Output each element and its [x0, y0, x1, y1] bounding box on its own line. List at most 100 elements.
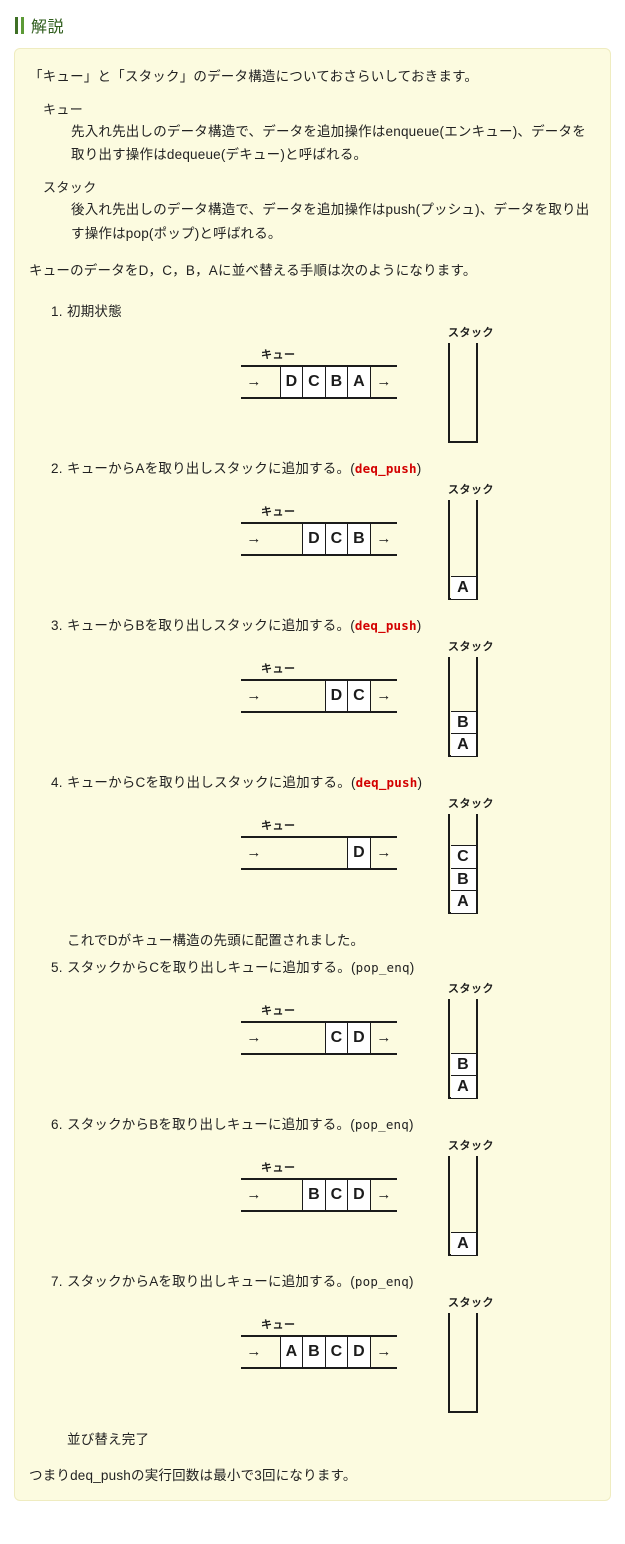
explanation-box: 「キュー」と「スタック」のデータ構造についておさらいしておきます。 キュー 先入…	[14, 48, 611, 1501]
step-op-close-paren: )	[416, 617, 422, 633]
step-label: 6.スタックからBを取り出しキューに追加する。(pop_enq)	[51, 1106, 596, 1135]
queue-label: キュー	[261, 1318, 296, 1331]
step-text: キューからBを取り出しスタックに追加する。	[67, 617, 351, 633]
queue-cell: B	[302, 1179, 326, 1210]
stack-diagram: スタック	[446, 324, 516, 443]
queue-cell: D	[347, 1336, 371, 1367]
step-operation-name: pop_enq	[354, 1116, 410, 1132]
step-op-open-paren: (	[350, 1116, 355, 1132]
queue-label: キュー	[261, 819, 296, 832]
step-text: 初期状態	[67, 303, 122, 319]
queue-in-arrow-icon: →	[246, 1186, 262, 1204]
stack-cell: A	[450, 890, 476, 915]
step-op-close-paren: )	[409, 1116, 414, 1132]
queue-cell: D	[302, 523, 326, 554]
step-number: 1.	[51, 303, 63, 319]
queue-in-arrow-icon: →	[246, 373, 262, 391]
step-number: 6.	[51, 1116, 63, 1132]
stack-label: スタック	[448, 1296, 494, 1309]
queue-out-arrow-icon: →	[376, 1186, 392, 1204]
step-note: 並び替え完了	[67, 1431, 150, 1447]
step-label: 3.キューからBを取り出しスタックに追加する。(deq_push)	[51, 607, 596, 636]
queue-out-arrow-icon: →	[376, 687, 392, 705]
queue-in-arrow-icon: →	[246, 844, 262, 862]
stack-cell: B	[450, 710, 476, 735]
stack-label: スタック	[448, 797, 494, 810]
queue-label: キュー	[261, 505, 296, 518]
step-number: 4.	[51, 774, 63, 790]
queue-cell: C	[347, 680, 371, 711]
step-number: 3.	[51, 617, 63, 633]
step-number: 7.	[51, 1273, 63, 1289]
queue-out-arrow-icon: →	[376, 530, 392, 548]
stack-cell: A	[450, 1232, 476, 1257]
step-text: キューからCを取り出しスタックに追加する。	[67, 774, 351, 790]
queue-cell: A	[279, 1336, 304, 1367]
stack-label: スタック	[448, 326, 494, 339]
stack-cell: A	[450, 1075, 476, 1100]
queue-cell: C	[324, 523, 349, 554]
step-note: これでDがキュー構造の先頭に配置されました。	[67, 932, 365, 948]
stack-label: スタック	[448, 640, 494, 653]
step-op-close-paren: )	[409, 959, 415, 975]
step-label: 2.キューからAを取り出しスタックに追加する。(deq_push)	[51, 450, 596, 479]
definition-term-queue: キュー	[43, 101, 84, 117]
queue-in-arrow-icon: →	[246, 530, 262, 548]
step-text: スタックからAを取り出しキューに追加する。	[67, 1273, 351, 1289]
queue-label: キュー	[261, 662, 296, 675]
queue-out-arrow-icon: →	[376, 844, 392, 862]
stack-container: A	[448, 499, 478, 601]
stack-cell: B	[450, 867, 476, 892]
queue-label: キュー	[261, 1161, 296, 1174]
step-text: キューからAを取り出しスタックに追加する。	[67, 460, 351, 476]
queue-cell: D	[347, 837, 371, 868]
stack-container	[448, 342, 478, 443]
queue-out-arrow-icon: →	[376, 373, 392, 391]
step-op-open-paren: (	[350, 1273, 355, 1289]
step-label: 4.キューからCを取り出しスタックに追加する。(deq_push)	[51, 764, 596, 793]
queue-cell: C	[302, 366, 326, 397]
stack-label: スタック	[448, 982, 494, 995]
step-operation-name: deq_push	[354, 617, 417, 633]
explanation-page: 解説 「キュー」と「スタック」のデータ構造についておさらいしておきます。 キュー…	[14, 16, 611, 1501]
stack-cell: B	[450, 1052, 476, 1077]
step-operation-name: deq_push	[354, 460, 417, 476]
step-op-open-paren: (	[350, 959, 356, 975]
stack-container	[448, 1312, 478, 1413]
queue-channel: → D →	[241, 835, 397, 870]
stack-label: スタック	[448, 483, 494, 496]
step-op-close-paren: )	[416, 460, 422, 476]
queue-cell: B	[324, 366, 349, 397]
queue-cell: D	[324, 680, 349, 711]
queue-in-arrow-icon: →	[246, 687, 262, 705]
queue-in-arrow-icon: →	[246, 1029, 262, 1047]
